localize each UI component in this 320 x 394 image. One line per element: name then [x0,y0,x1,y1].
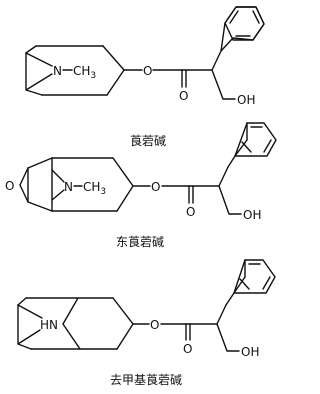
hydroxyl-label: OH [243,208,261,222]
nitrogen-label: N [64,180,73,194]
epoxide-oxygen-label: O [5,179,14,193]
phenyl-ring [225,259,276,306]
caption-scopolamine: 东莨菪碱 [116,235,164,249]
nh-label: HN [40,318,58,332]
ester-oxygen-label: O [143,64,152,78]
tropane-ring [25,45,125,96]
carbonyl-oxygen-label: O [179,89,188,103]
nortropane-ring [17,297,134,350]
molecule-scopolamine: O N CH3 O O OH 东莨菪碱 [5,122,277,249]
caption-norhyoscyamine: 去甲基莨菪碱 [110,373,182,387]
ester-oxygen-label: O [151,180,160,194]
molecule-norhyoscyamine: HN O O OH 去甲基莨菪碱 [17,259,276,387]
hydroxyl-label: OH [241,345,259,359]
methyl-label: CH3 [83,180,106,197]
structure-figure: N CH3 O O OH 莨菪碱 [5,6,277,387]
hydroxymethyl-bond [216,323,240,352]
molecule-hyoscyamine: N CH3 O O OH 莨菪碱 [25,6,265,148]
hydroxyl-label: OH [237,93,255,107]
alpha-phenyl-bond [218,166,229,187]
methyl-label: CH3 [73,64,96,81]
caption-hyoscyamine: 莨菪碱 [130,134,166,148]
carbonyl-oxygen-label: O [186,205,195,219]
nitrogen-label: N [53,64,62,78]
hydroxymethyl-bond [218,185,242,215]
tropane-ring-epoxide [19,157,134,212]
alpha-phenyl-bond [216,304,227,325]
phenyl-ring [220,6,265,52]
hydroxymethyl-bond [211,69,236,100]
carbonyl-oxygen-label: O [183,342,192,356]
phenyl-ring [227,122,277,168]
ester-oxygen-label: O [150,318,159,332]
alpha-phenyl-bond [211,50,222,71]
